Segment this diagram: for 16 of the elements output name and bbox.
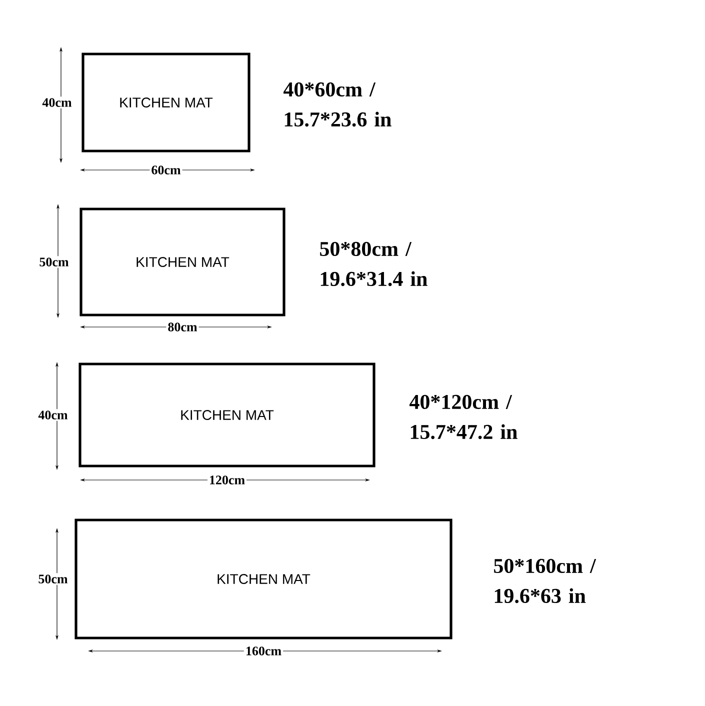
mat-box: KITCHEN MAT — [78, 362, 376, 468]
size-text: 50*80cm / 19.6*31.4 in — [320, 242, 428, 286]
dimension-label: 40cm — [40, 96, 74, 108]
mat-box: KITCHEN MAT — [74, 518, 452, 640]
dimension-label: 160cm — [244, 645, 284, 657]
mat-box: KITCHEN MAT — [80, 208, 286, 316]
dimension-label: 50cm — [38, 256, 70, 268]
size-text: 40*60cm / 15.7*23.6 in — [283, 82, 392, 127]
size-text: 40*120cm / 15.7*47.2 in — [409, 394, 518, 440]
size-text: 50*160cm / 19.6*63 in — [494, 558, 596, 604]
dimension-label: 120cm — [207, 474, 247, 486]
dimension-label: 60cm — [150, 164, 182, 176]
dimension-label: 40cm — [36, 409, 70, 421]
dimension-label: 50cm — [36, 573, 70, 585]
dimension-label: 80cm — [166, 321, 199, 333]
mat-box: KITCHEN MAT — [82, 52, 250, 152]
